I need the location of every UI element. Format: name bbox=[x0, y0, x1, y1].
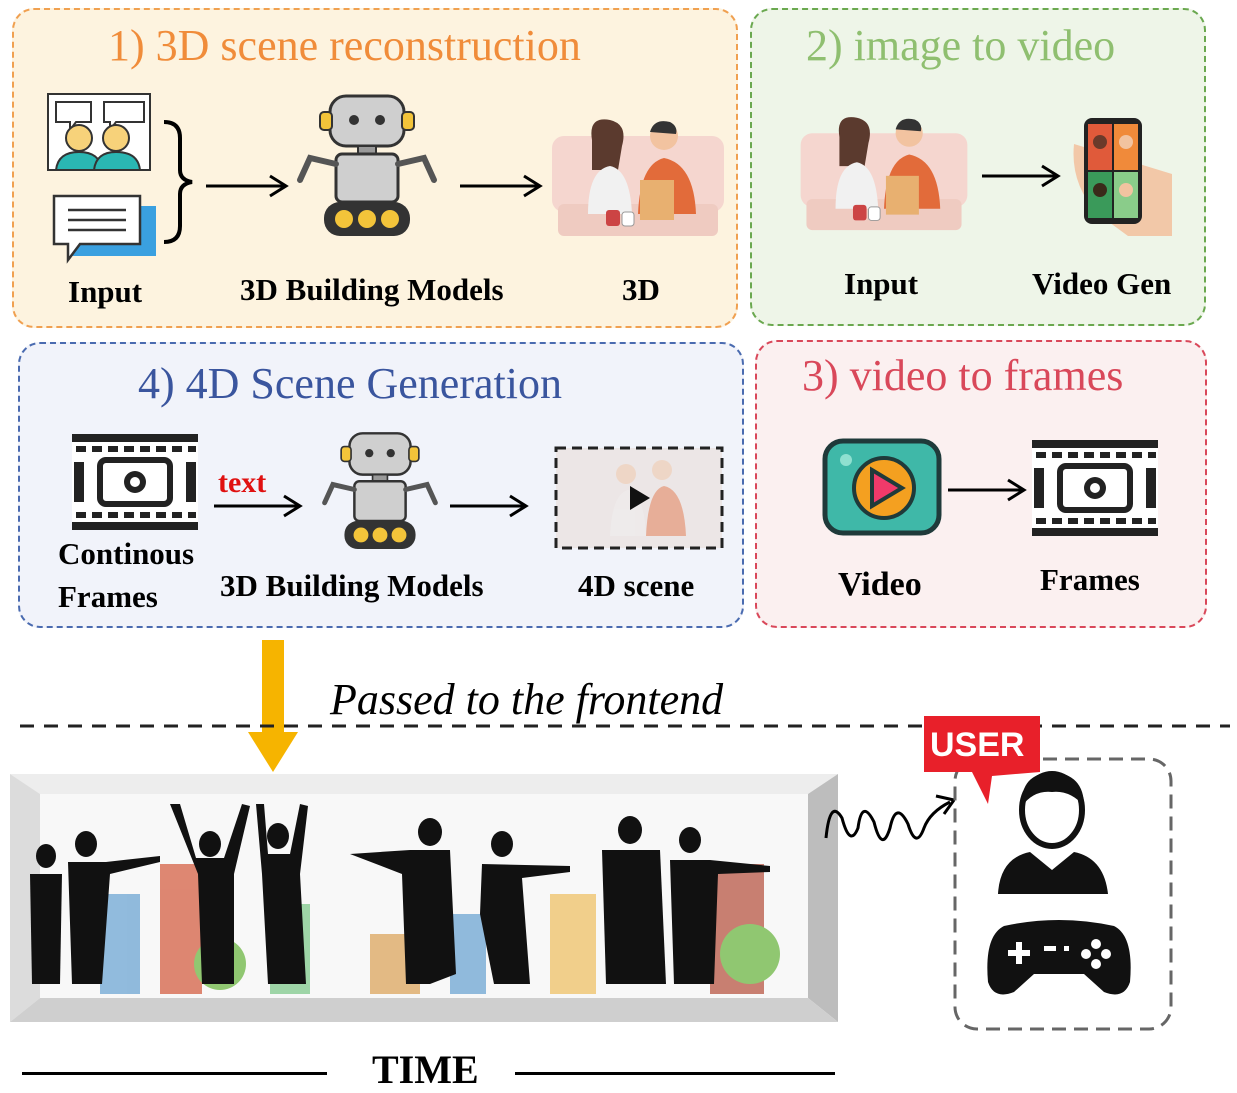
play-video-icon bbox=[822, 438, 942, 536]
panel4-input-label-line2: Frames bbox=[58, 579, 158, 614]
robot-icon bbox=[297, 94, 437, 236]
panel3-title: 3) video to frames bbox=[802, 351, 1124, 400]
message-bubble-icon bbox=[52, 194, 156, 264]
panel2-output-label: Video Gen bbox=[1032, 266, 1172, 301]
time-axis-left-line bbox=[22, 1072, 327, 1075]
couple-scene-image bbox=[800, 117, 968, 231]
time-axis-right-line bbox=[515, 1072, 835, 1075]
video-call-phone-icon bbox=[1073, 118, 1172, 236]
panel1-output-label: 3D bbox=[622, 272, 660, 307]
gamepad-icon bbox=[987, 920, 1131, 995]
frontend-caption: Passed to the frontend bbox=[330, 675, 724, 724]
frontend-stage-scene bbox=[10, 774, 838, 1022]
panel4-input-label-line1: Continous bbox=[58, 536, 195, 571]
panel4-arrow-label: text bbox=[218, 466, 267, 499]
panel2-input-label: Input bbox=[844, 266, 919, 301]
arrow-model-to-4d bbox=[450, 494, 529, 518]
panel4-output-label: 4D scene bbox=[578, 568, 695, 603]
panel1-title: 1) 3D scene reconstruction bbox=[108, 21, 581, 70]
panel4-model-label: 3D Building Models bbox=[220, 568, 484, 603]
couple-scene-image bbox=[552, 119, 724, 236]
user-badge: USER bbox=[930, 726, 1025, 764]
panel1-model-label: 3D Building Models bbox=[240, 272, 504, 307]
user-badge-shape bbox=[924, 716, 1040, 804]
robot-icon bbox=[322, 432, 438, 550]
arrow-input-to-video bbox=[982, 164, 1061, 188]
frontend-divider bbox=[20, 724, 1230, 728]
user-avatar-icon bbox=[998, 771, 1108, 894]
panel2-title: 2) image to video bbox=[806, 21, 1116, 70]
arrow-input-to-model bbox=[206, 174, 289, 198]
4d-scene-video-thumbnail bbox=[554, 446, 724, 550]
people-chat-icon bbox=[47, 93, 151, 171]
arrow-frames-to-model bbox=[214, 494, 303, 518]
arrow-video-to-frames bbox=[948, 478, 1027, 502]
time-label: TIME bbox=[372, 1047, 479, 1092]
panel1-input-label: Input bbox=[68, 274, 143, 309]
panel3-output-label: Frames bbox=[1040, 562, 1140, 597]
down-arrow-to-frontend bbox=[248, 640, 298, 772]
film-strip-icon bbox=[1032, 440, 1158, 536]
panel3-input-label: Video bbox=[838, 566, 922, 603]
arrow-model-to-3d bbox=[460, 174, 543, 198]
panel4-title: 4) 4D Scene Generation bbox=[138, 359, 562, 408]
brace-icon bbox=[163, 120, 193, 244]
film-strip-icon bbox=[72, 434, 198, 530]
